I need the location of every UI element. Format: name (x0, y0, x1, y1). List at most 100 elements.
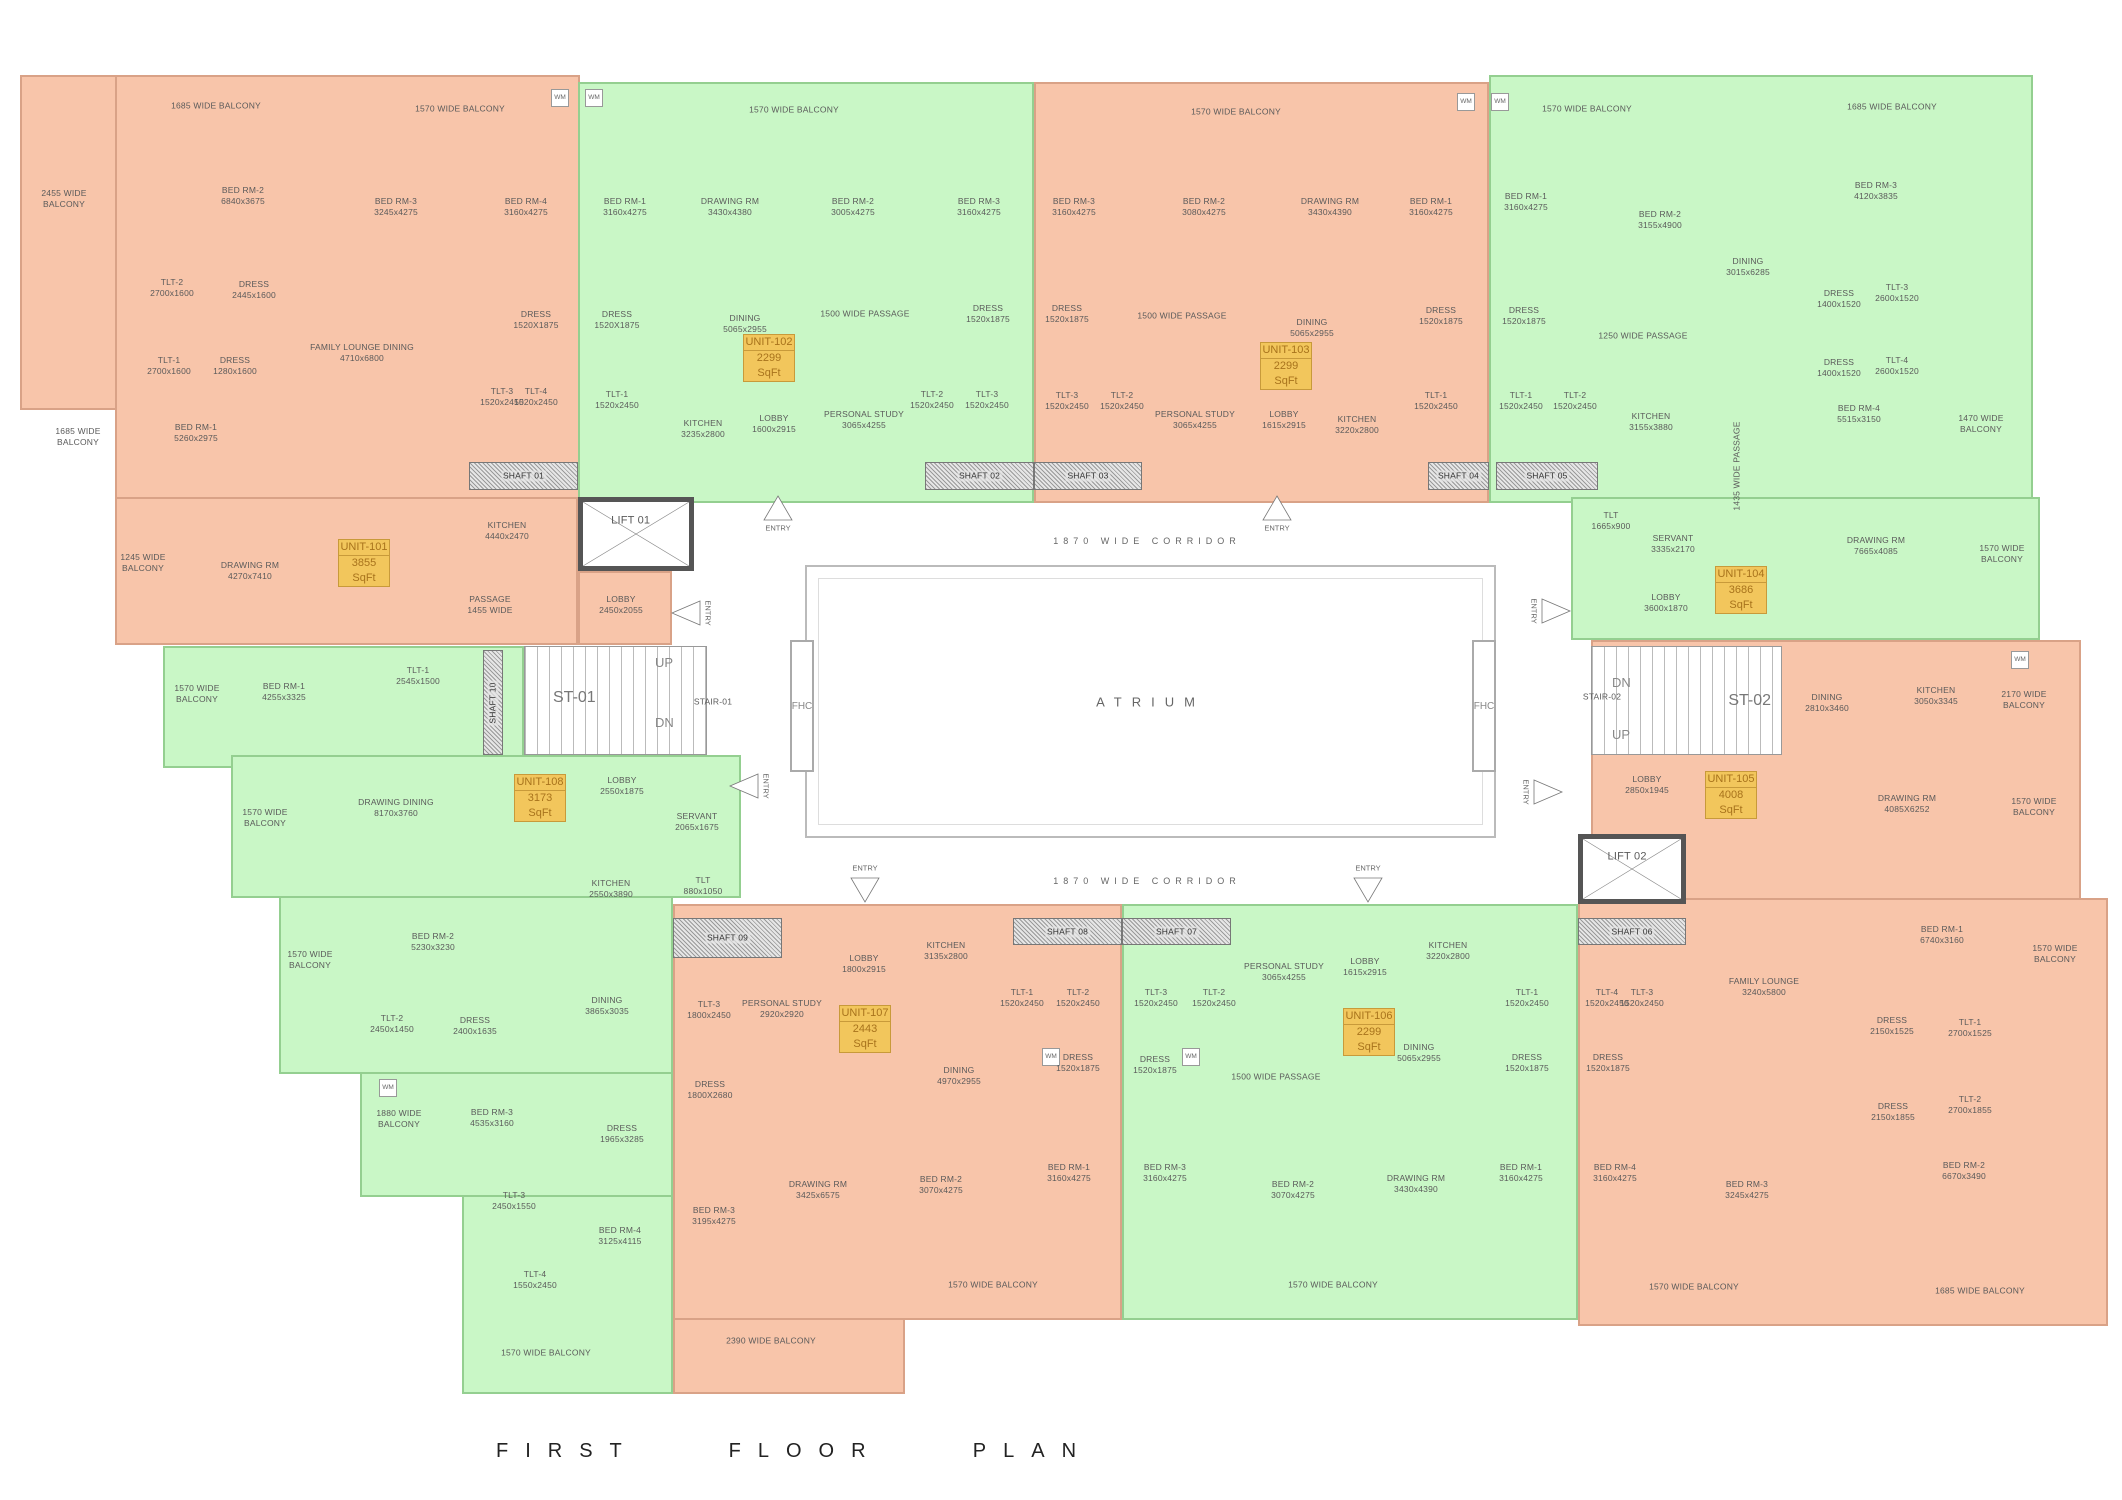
washing-machine-marker: WM (551, 89, 569, 107)
room-size: 1520x2450 (1056, 998, 1100, 1008)
room-label: 1570 WIDE BALCONY (1191, 107, 1281, 118)
corridor-label-bottom: 1870 WIDE CORRIDOR (1053, 876, 1241, 886)
room-size: 6840x3675 (221, 196, 265, 206)
shaft: SHAFT 07 (1122, 918, 1231, 945)
room-size: 2600x1520 (1875, 366, 1919, 376)
entry-label: ENTRY (761, 773, 771, 799)
room-size: 3160x4275 (603, 207, 647, 217)
room-size: 1520x2450 (910, 400, 954, 410)
unit-id: UNIT-104 (1717, 568, 1765, 580)
lift-label: LIFT 01 (611, 514, 651, 527)
washing-machine-marker: WM (1182, 1048, 1200, 1066)
room-size: 3160x4275 (1504, 202, 1548, 212)
room-name: DINING (943, 1065, 975, 1075)
stair-code: ST-02 (1728, 692, 1771, 709)
washing-machine-marker: WM (585, 89, 603, 107)
room-size: 2545x1500 (396, 676, 440, 686)
room-name: DRESS (520, 309, 552, 319)
room-name: DRAWING RM (788, 1179, 848, 1189)
room-size: 3050x3345 (1914, 696, 1958, 706)
room-name: DRESS (1139, 1054, 1171, 1064)
room-name: BED RM-4 (1837, 403, 1881, 413)
room-size: 5260x2975 (174, 433, 218, 443)
room-size: 1520x2450 (1134, 998, 1178, 1008)
room-name: DINING (729, 313, 761, 323)
room-size: 3070x4275 (1271, 1190, 1315, 1200)
shaft-label: SHAFT 04 (1435, 470, 1482, 482)
room-name: TLT-2 (920, 389, 944, 399)
room-name: BED RM-1 (174, 422, 218, 432)
room-name: 1570 WIDE (174, 683, 220, 693)
entry-arrow-icon (850, 877, 880, 903)
room-name: TLT (1603, 510, 1619, 520)
room-size: 3220x2800 (1426, 951, 1470, 961)
room-name: 1250 WIDE PASSAGE (1598, 330, 1688, 341)
room-name: TLT-2 (1110, 390, 1134, 400)
room-name: 1685 WIDE (55, 426, 101, 436)
room-size: BALCONY (288, 960, 332, 970)
shaft: SHAFT 09 (673, 918, 782, 958)
room-name: TLT-2 (1958, 1094, 1982, 1104)
shaft: SHAFT 05 (1496, 462, 1598, 490)
unit-area: 3173 SqFt (515, 790, 565, 821)
room-name: BED RM-3 (1143, 1162, 1187, 1172)
room-name: PASSAGE (469, 594, 511, 604)
room-size: 3065x4255 (1173, 420, 1217, 430)
room-size: 1520x2450 (1414, 401, 1458, 411)
room-size: 1520x2450 (1100, 401, 1144, 411)
room-size: BALCONY (2002, 700, 2046, 710)
room-size: 1520x2450 (1499, 401, 1543, 411)
room-size: 2700x1855 (1948, 1105, 1992, 1115)
unit-footprint (360, 1072, 673, 1197)
room-size: 7665x4085 (1854, 546, 1898, 556)
unit-id: UNIT-101 (340, 541, 388, 553)
room-size: 3125x4115 (598, 1236, 642, 1246)
room-name: BED RM-1 (1499, 1162, 1543, 1172)
room-size: BALCONY (56, 437, 100, 447)
entry-label: ENTRY (765, 523, 791, 533)
room-size: 1520x1875 (1045, 314, 1089, 324)
room-name: DRESS (459, 1015, 491, 1025)
room-name: BED RM-1 (1920, 924, 1964, 934)
room-name: 1685 WIDE BALCONY (171, 100, 261, 111)
room-label: 1500 WIDE PASSAGE (1231, 1072, 1320, 1083)
room-size: 1520x1875 (1133, 1065, 1177, 1075)
room-size: 3430x4390 (1394, 1184, 1438, 1194)
entry-arrow-icon (1533, 779, 1563, 805)
fhc-label: FHC (1473, 700, 1495, 712)
room-size: BALCONY (377, 1119, 421, 1129)
room-name: LOBBY (1651, 592, 1681, 602)
unit-area: 2299 SqFt (744, 350, 794, 381)
shaft: SHAFT 10 (483, 650, 503, 755)
shaft-label: SHAFT 07 (1153, 926, 1200, 937)
room-name: TLT-1 (406, 665, 430, 675)
room-size: 6740x3160 (1920, 935, 1964, 945)
room-size: 1520x2450 (1505, 998, 1549, 1008)
room-name: BED RM-3 (692, 1205, 736, 1215)
room-size: 1800x2450 (687, 1010, 731, 1020)
room-size: 3155x3880 (1629, 422, 1673, 432)
room-name: DRAWING RM (1877, 793, 1937, 803)
room-size: 1800X2680 (687, 1090, 733, 1100)
room-label: 1500 WIDE PASSAGE (820, 309, 909, 320)
room-name: DINING (591, 995, 623, 1005)
shaft: SHAFT 02 (925, 462, 1034, 490)
room-name: BED RM-1 (603, 196, 647, 206)
corridor-label-top: 1870 WIDE CORRIDOR (1053, 536, 1241, 546)
